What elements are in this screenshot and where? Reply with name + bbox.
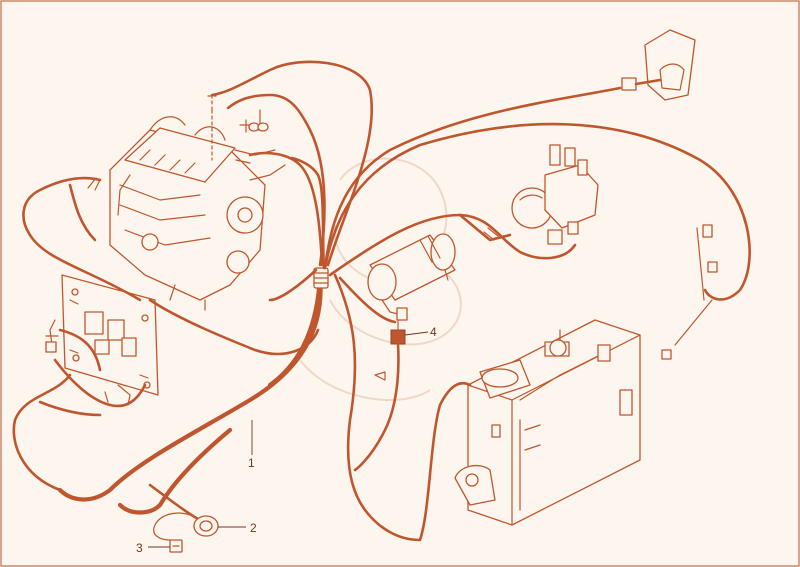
- connector-plug: [169, 539, 183, 553]
- starter-motor: [367, 233, 456, 321]
- callout-4: 4: [404, 325, 437, 339]
- relay: [390, 319, 406, 345]
- sensor: [661, 224, 718, 360]
- hydraulic-tank: [454, 319, 641, 526]
- engine: [109, 94, 286, 311]
- callout-3: 3: [136, 541, 170, 555]
- display-unit: [621, 29, 696, 101]
- control-panel: [45, 274, 159, 396]
- callout-2: 2: [218, 521, 257, 535]
- callout-label: 3: [136, 541, 143, 555]
- callout-label: 4: [430, 325, 437, 339]
- wiring-harness: [12, 60, 751, 542]
- callout-label: 1: [248, 456, 255, 470]
- callout-1: 1: [248, 420, 255, 470]
- plug-socket: [193, 515, 219, 537]
- callout-label: 2: [250, 521, 257, 535]
- valve-block: [511, 144, 599, 245]
